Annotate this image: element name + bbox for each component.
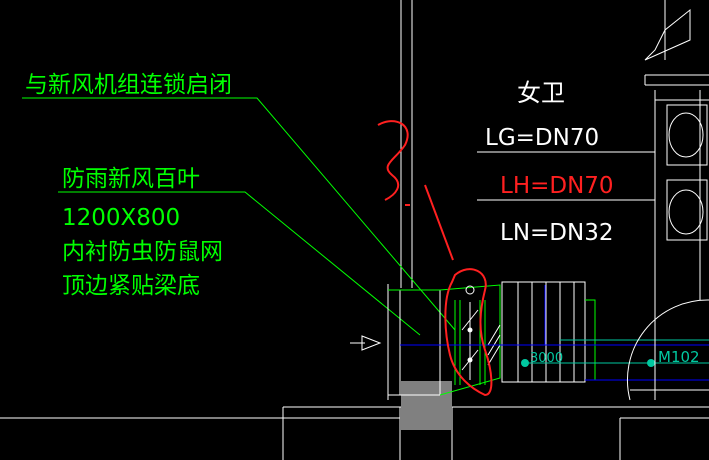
- louver-lining: 内衬防虫防鼠网: [62, 239, 223, 265]
- dimension-dot-3000: [521, 359, 529, 367]
- red-markup: [377, 120, 493, 397]
- pipe-lh-label: LH=DN70: [500, 173, 614, 199]
- pipe-lg-label: LG=DN70: [485, 125, 599, 151]
- cyan-lines: [525, 339, 709, 364]
- louver-title: 防雨新风百叶: [62, 166, 200, 192]
- dimension-3000: 3000: [530, 351, 563, 366]
- pipe-label-lines: [477, 151, 655, 201]
- louver-size: 1200X800: [62, 205, 180, 231]
- wall-lines: [400, 0, 709, 300]
- door-swing: [626, 299, 709, 401]
- airflow-arrow-icon: [350, 335, 382, 351]
- blue-pipes: [400, 285, 709, 381]
- room-label: 女卫: [517, 79, 565, 107]
- floor-slab: [0, 406, 709, 460]
- leader-lines: [22, 97, 456, 336]
- interlock-note: 与新风机组连锁启闭: [25, 72, 232, 98]
- dimension-m102: M102: [658, 348, 700, 366]
- dimension-dot-m102: [647, 359, 655, 367]
- toilet-fixtures: [644, 8, 709, 241]
- louver-mount: 顶边紧贴梁底: [62, 273, 200, 299]
- pipe-ln-label: LN=DN32: [500, 220, 613, 246]
- column-block: [401, 381, 452, 430]
